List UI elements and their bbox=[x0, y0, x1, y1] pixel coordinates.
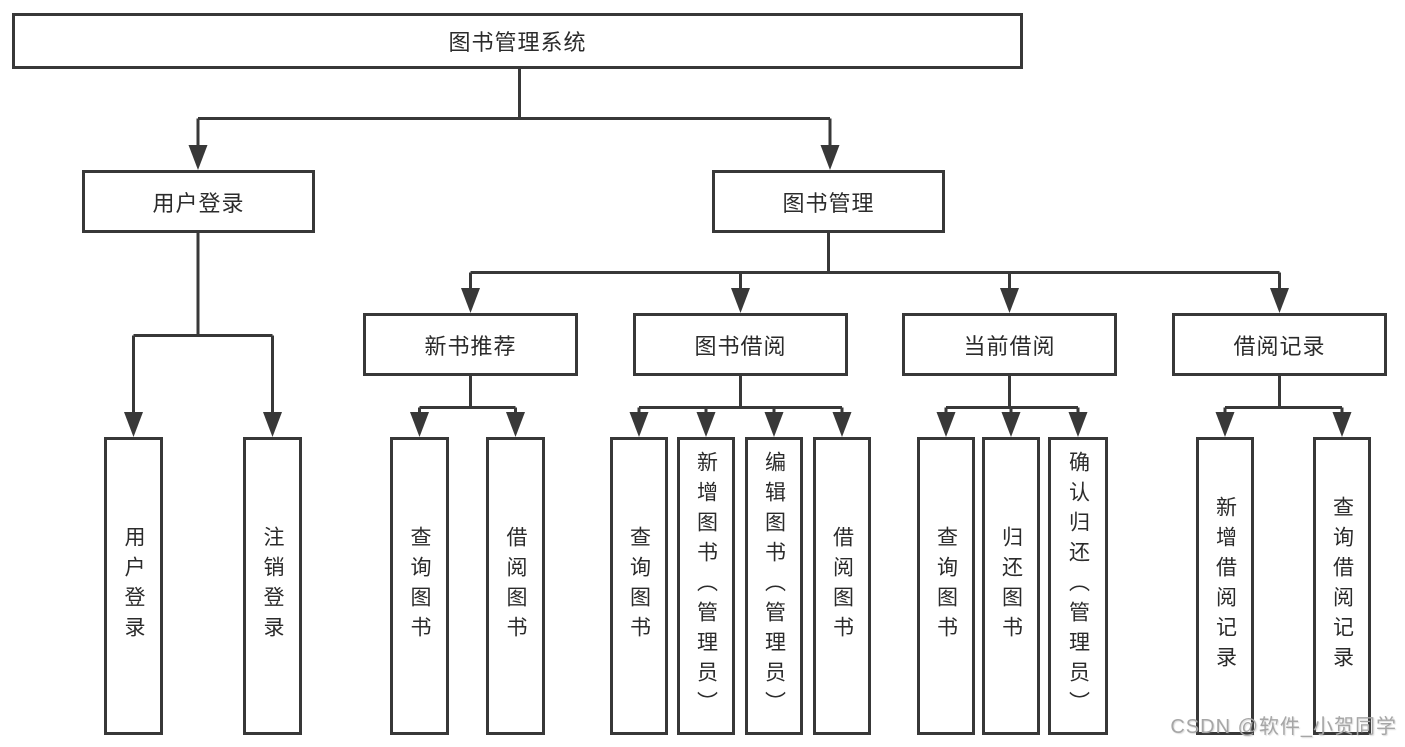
arrow-down-icon bbox=[1068, 412, 1088, 437]
node-leaf-query-books-3: 查询图书 bbox=[917, 437, 975, 735]
node-leaf-logout: 注销登录 bbox=[243, 437, 302, 735]
node-current-borrowing: 当前借阅 bbox=[902, 313, 1117, 376]
arrow-down-icon bbox=[410, 412, 429, 437]
node-leaf-add-books-admin: 新增图书（管理员） bbox=[677, 437, 735, 735]
node-leaf-add-borrow-record: 新增借阅记录 bbox=[1196, 437, 1254, 735]
arrow-down-icon bbox=[1001, 412, 1021, 437]
node-leaf-query-borrow-record: 查询借阅记录 bbox=[1313, 437, 1371, 735]
connector-current-to-leaves bbox=[944, 376, 1080, 416]
connector-borrowing-to-leaves bbox=[637, 376, 844, 416]
node-leaf-query-books-2: 查询图书 bbox=[610, 437, 668, 735]
arrow-down-icon bbox=[820, 145, 840, 170]
arrow-down-icon bbox=[936, 412, 956, 437]
connector-login-to-leaves bbox=[132, 233, 274, 416]
arrow-down-icon bbox=[629, 412, 649, 437]
node-borrowing-records: 借阅记录 bbox=[1172, 313, 1387, 376]
node-leaf-return-books: 归还图书 bbox=[982, 437, 1040, 735]
node-user-login-module: 用户登录 bbox=[82, 170, 315, 233]
connector-root-to-level2 bbox=[196, 69, 832, 150]
arrow-down-icon bbox=[764, 412, 784, 437]
arrow-down-icon bbox=[124, 412, 143, 437]
connector-mgmt-to-level3 bbox=[469, 233, 1281, 291]
arrow-down-icon bbox=[461, 288, 480, 313]
node-new-book-recommend: 新书推荐 bbox=[363, 313, 578, 376]
arrow-down-icon bbox=[731, 288, 750, 313]
node-book-management-module: 图书管理 bbox=[712, 170, 945, 233]
node-leaf-confirm-return-admin: 确认归还（管理员） bbox=[1048, 437, 1108, 735]
arrow-down-icon bbox=[696, 412, 716, 437]
node-leaf-borrow-books-2: 借阅图书 bbox=[813, 437, 871, 735]
arrow-down-icon bbox=[1000, 288, 1019, 313]
arrow-down-icon bbox=[832, 412, 852, 437]
connector-records-to-leaves bbox=[1223, 376, 1344, 416]
arrow-down-icon bbox=[263, 412, 282, 437]
arrow-down-icon bbox=[506, 412, 525, 437]
arrow-down-icon bbox=[1270, 288, 1289, 313]
arrow-down-icon bbox=[1215, 412, 1235, 437]
node-leaf-edit-books-admin: 编辑图书（管理员） bbox=[745, 437, 803, 735]
node-leaf-query-books-1: 查询图书 bbox=[390, 437, 449, 735]
connector-recommend-to-leaves bbox=[418, 376, 517, 416]
node-leaf-borrow-books-1: 借阅图书 bbox=[486, 437, 545, 735]
node-system-root: 图书管理系统 bbox=[12, 13, 1023, 69]
node-book-borrowing: 图书借阅 bbox=[633, 313, 848, 376]
node-leaf-user-login: 用户登录 bbox=[104, 437, 163, 735]
arrow-down-icon bbox=[188, 145, 208, 170]
arrow-down-icon bbox=[1332, 412, 1352, 437]
watermark: CSDN @软件_小贺同学 bbox=[1170, 716, 1397, 738]
